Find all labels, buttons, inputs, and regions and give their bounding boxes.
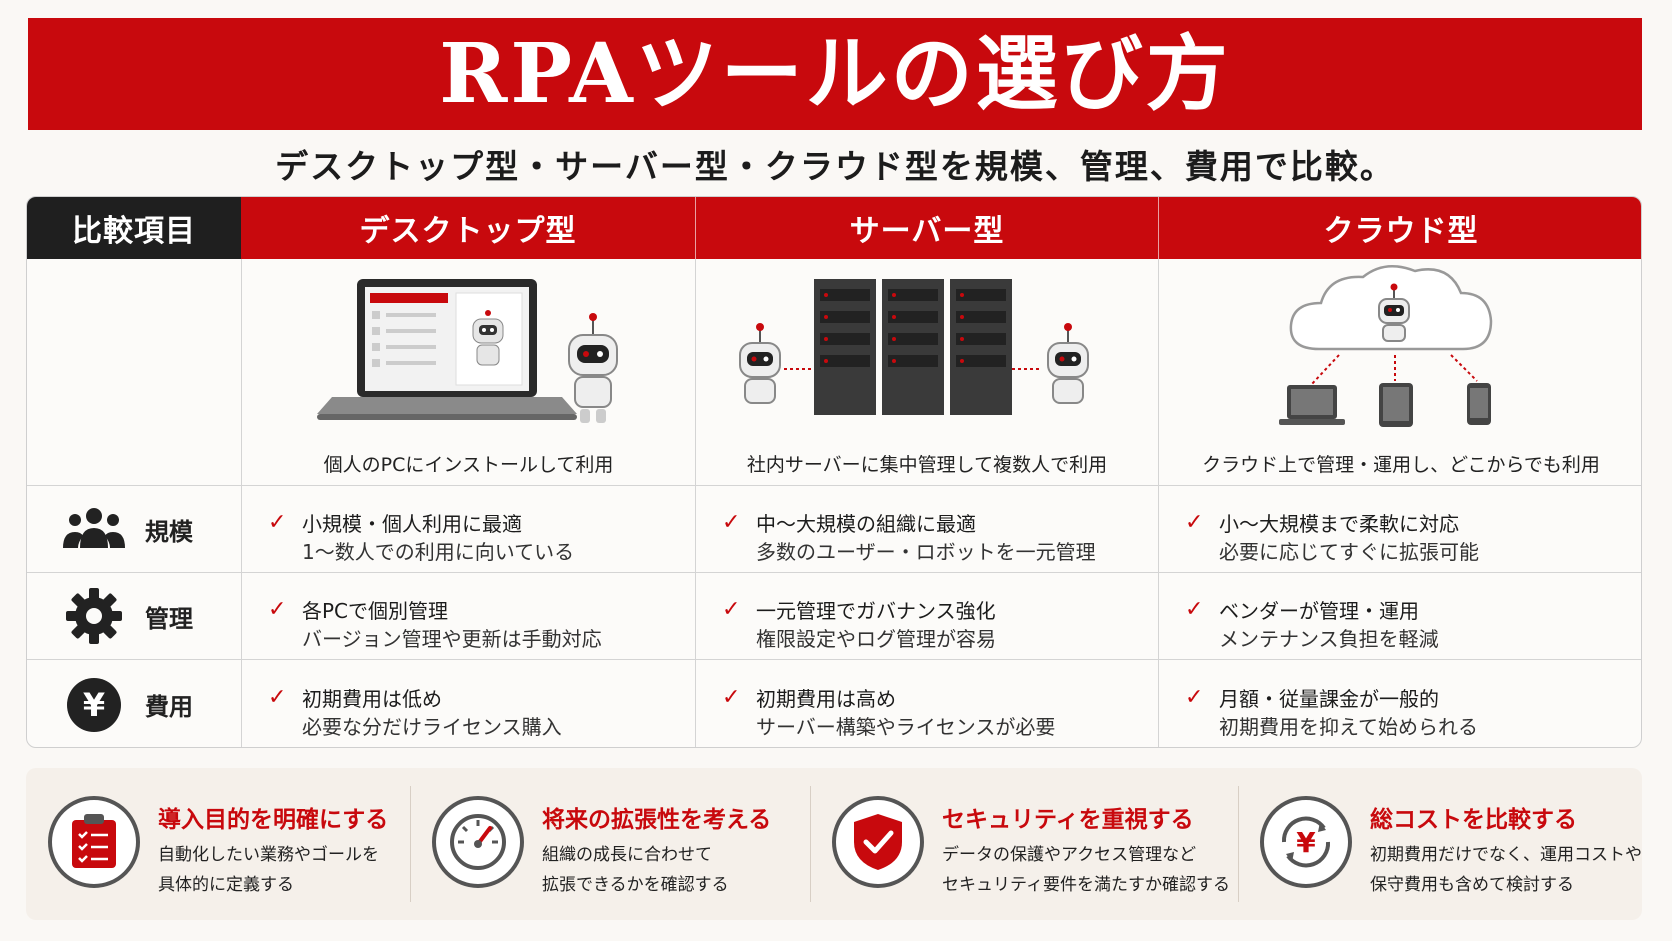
divider (241, 259, 242, 747)
check-icon: ✓ (1185, 596, 1204, 622)
column-header-server: サーバー型 (696, 197, 1158, 259)
tip-description: 自動化したい業務やゴールを具体的に定義する (158, 845, 379, 895)
divider (695, 259, 696, 747)
tip-description: 初期費用だけでなく、運用コストや保守費用も含めて検討する (1370, 845, 1642, 895)
tip-title: セキュリティを重視する (942, 807, 1194, 833)
divider (1158, 197, 1159, 259)
title-banner: RPAツールの選び方 (28, 18, 1642, 130)
cloud-illustration: クラウド上で管理・運用し、どこからでも利用 (1159, 259, 1641, 485)
table-label-header: 比較項目 (27, 197, 241, 259)
divider (1158, 259, 1159, 747)
comparison-table: 比較項目 デスクトップ型 サーバー型 クラウド型 (26, 196, 1642, 748)
row-label-text: 費用 (145, 693, 193, 721)
cloud-devices-icon (1279, 264, 1493, 427)
divider (1238, 786, 1239, 902)
laptop-robot-icon (317, 279, 618, 423)
tip-description: 組織の成長に合わせて拡張できるかを確認する (542, 845, 729, 895)
cell-cloud-scale: ✓小〜大規模まで柔軟に対応 必要に応じてすぐに拡張可能 (1185, 509, 1479, 565)
clipboard-icon (48, 796, 140, 888)
check-icon: ✓ (1185, 509, 1204, 535)
yen-cycle-icon: ¥ (1260, 796, 1352, 888)
row-label-management: 管理 (27, 573, 241, 659)
check-icon: ✓ (268, 684, 287, 710)
server-illustration: 社内サーバーに集中管理して複数人で利用 (696, 259, 1158, 485)
cell-server-cost: ✓初期費用は高め サーバー構築やライセンスが必要 (722, 684, 1056, 740)
gauge-icon (432, 796, 524, 888)
cell-desktop-cost: ✓初期費用は低め 必要な分だけライセンス購入 (268, 684, 562, 740)
check-icon: ✓ (722, 596, 741, 622)
server-caption: 社内サーバーに集中管理して複数人で利用 (746, 454, 1108, 476)
tip-title: 総コストを比較する (1370, 807, 1577, 833)
check-icon: ✓ (268, 509, 287, 535)
divider (27, 485, 1641, 486)
tip-title: 将来の拡張性を考える (542, 807, 772, 833)
tip-scalability: 将来の拡張性を考える 組織の成長に合わせて拡張できるかを確認する (410, 768, 793, 920)
cell-cloud-management: ✓ベンダーが管理・運用 メンテナンス負担を軽減 (1185, 596, 1439, 652)
tip-purpose: 導入目的を明確にする 自動化したい業務やゴールを具体的に定義する (26, 768, 410, 920)
divider (695, 197, 696, 259)
divider (27, 572, 1641, 573)
column-header-cloud: クラウド型 (1159, 197, 1641, 259)
check-icon: ✓ (722, 684, 741, 710)
cloud-caption: クラウド上で管理・運用し、どこからでも利用 (1202, 454, 1600, 476)
tips-panel: 導入目的を明確にする 自動化したい業務やゴールを具体的に定義する 将来の拡張性を… (26, 768, 1642, 920)
check-icon: ✓ (722, 509, 741, 535)
divider (810, 786, 811, 902)
row-label-cost: ¥ 費用 (27, 660, 241, 747)
desktop-illustration: 個人のPCにインストールして利用 (242, 259, 695, 485)
gear-icon (63, 585, 125, 647)
cell-server-management: ✓一元管理でガバナンス強化 権限設定やログ管理が容易 (722, 596, 996, 652)
page-title: RPAツールの選び方 (439, 26, 1231, 122)
cell-server-scale: ✓中〜大規模の組織に最適 多数のユーザー・ロボットを一元管理 (722, 509, 1096, 565)
cell-desktop-management: ✓各PCで個別管理 バージョン管理や更新は手動対応 (268, 596, 602, 652)
tip-description: データの保護やアクセス管理などセキュリティ要件を満たすか確認する (942, 845, 1230, 895)
tip-security: セキュリティを重視する データの保護やアクセス管理などセキュリティ要件を満たすか… (810, 768, 1230, 920)
svg-text:¥: ¥ (83, 686, 105, 724)
divider (410, 786, 411, 902)
row-label-text: 管理 (145, 604, 193, 633)
page-subtitle: デスクトップ型・サーバー型・クラウド型を規模、管理、費用で比較。 (275, 147, 1395, 186)
yen-icon: ¥ (63, 674, 125, 736)
svg-text:¥: ¥ (1296, 826, 1316, 859)
check-icon: ✓ (1185, 684, 1204, 710)
check-icon: ✓ (268, 596, 287, 622)
server-rack-icon (739, 279, 1089, 415)
shield-check-icon (832, 796, 924, 888)
tip-title: 導入目的を明確にする (158, 807, 389, 833)
cell-cloud-cost: ✓月額・従量課金が一般的 初期費用を抑えて始められる (1185, 684, 1478, 740)
tip-total-cost: ¥ 総コストを比較する 初期費用だけでなく、運用コストや保守費用も含めて検討する (1238, 768, 1642, 920)
row-label-scale: 規模 (27, 486, 241, 572)
divider (27, 659, 1641, 660)
cell-desktop-scale: ✓小規模・個人利用に最適 1〜数人での利用に向いている (268, 509, 575, 565)
row-label-text: 規模 (145, 517, 193, 546)
desktop-caption: 個人のPCにインストールして利用 (323, 454, 614, 476)
people-icon (63, 498, 125, 560)
column-header-desktop: デスクトップ型 (241, 197, 695, 259)
